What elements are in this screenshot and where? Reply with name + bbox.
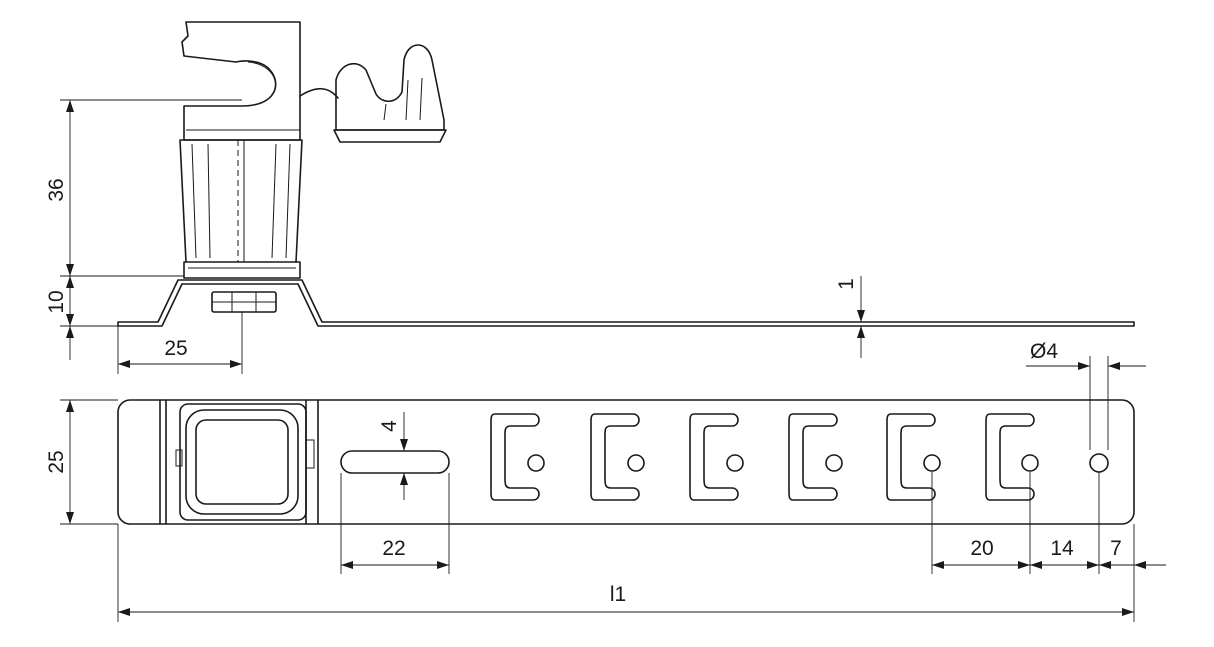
dim-hole-diameter: Ø4 [1026,340,1146,450]
dim-offset: 25 [117,312,243,374]
nut [211,291,277,313]
side-clip [335,44,445,131]
cutout-6 [985,413,1039,501]
cutout-5 [886,413,941,501]
connector-wire [299,87,339,99]
dim-label-22: 22 [382,537,405,560]
dim-width: 25 [45,399,118,525]
dim-height-base: 10 [45,276,118,360]
dim-thickness: 1 [835,276,865,358]
dim-slot-width: 4 [378,412,408,500]
dim-label-d4: Ø4 [1030,340,1058,363]
strip-profile [117,279,1135,327]
cutout-1 [490,413,545,501]
dim-label-20: 20 [970,537,993,560]
dim-label-4: 4 [378,420,401,432]
cutout-4 [788,413,843,501]
clip-cutouts [490,413,1039,501]
side-clip-foot [333,129,447,143]
clip-base [183,261,301,279]
dim-label-36: 36 [45,178,68,201]
dim-label-1: 1 [835,278,858,290]
dim-label-l1: l1 [610,583,626,606]
dim-label-14: 14 [1050,537,1074,560]
cutout-3 [689,413,744,501]
end-hole [1089,453,1109,473]
dim-chain: 20 14 7 [931,472,1166,622]
dim-height-clip: 36 [45,99,242,277]
dim-label-10: 10 [45,290,68,313]
elongated-slot [340,450,450,474]
dim-label-25-width: 25 [45,450,68,473]
dim-label-7: 7 [1110,537,1122,560]
top-view: Ø4 25 4 22 [45,340,1166,622]
strip-outline [117,399,1135,525]
clip-head [181,21,301,141]
cutout-2 [590,413,645,501]
clip-seat [159,399,319,525]
side-view: 36 10 25 1 [45,21,1135,374]
dim-total-length: l1 [117,524,1134,622]
dim-label-25-side: 25 [164,337,187,360]
clip-body [179,139,303,263]
dim-slot-length: 22 [340,473,450,574]
